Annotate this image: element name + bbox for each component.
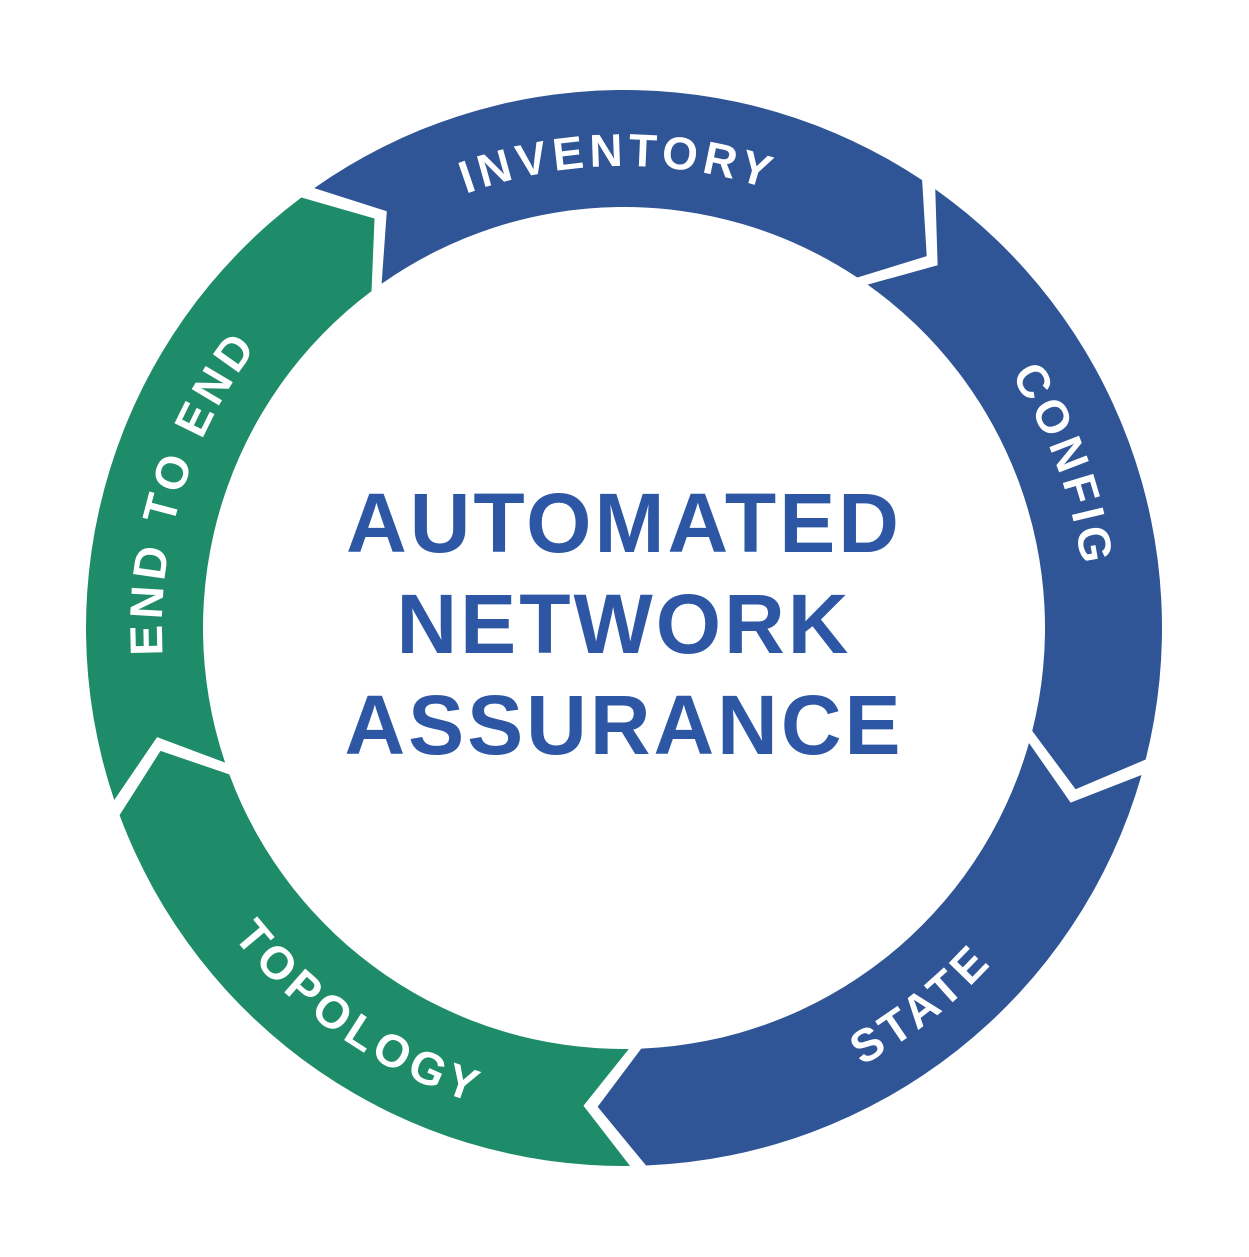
title-line-2: NETWORK [397, 577, 852, 671]
segment-end-to-end [85, 197, 375, 801]
segment-inventory [314, 90, 927, 284]
segment-state [597, 742, 1142, 1166]
title-line-1: AUTOMATED [346, 476, 902, 570]
title-line-3: ASSURANCE [344, 678, 903, 772]
ring-segments [85, 90, 1163, 1167]
segment-topology [119, 750, 631, 1167]
segment-config [867, 189, 1163, 790]
